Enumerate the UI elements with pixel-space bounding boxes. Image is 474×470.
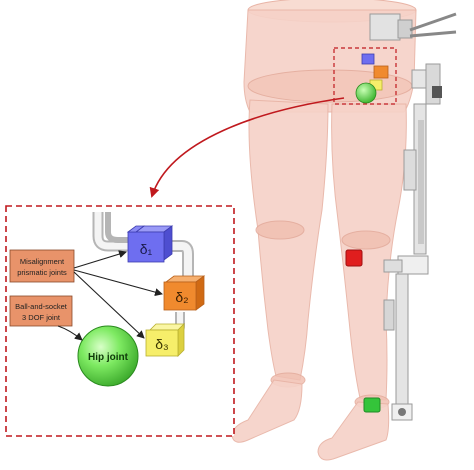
hip-detail-marker (333, 47, 397, 105)
ball-socket-line2: 3 DOF joint (22, 313, 61, 322)
delta1-label: δ₁ (140, 241, 153, 257)
misalignment-line1: Misalignment (20, 257, 65, 266)
left-leg (248, 99, 329, 381)
arrow-to-hip (57, 325, 83, 341)
delta2-cube: δ₂ (163, 275, 206, 311)
arrow-to-delta1 (73, 250, 127, 269)
ball-socket-label-box: Ball-and-socket 3 DOF joint (9, 295, 73, 327)
ball-socket-line1: Ball-and-socket (15, 302, 68, 311)
hip-joint-label: Hip joint (88, 352, 129, 363)
delta3-cube: δ₃ (145, 323, 185, 357)
right-leg (331, 103, 407, 401)
hip-joint-sphere (77, 325, 139, 387)
callout-arrow (149, 97, 345, 198)
left-foot (231, 379, 303, 443)
delta2-label: δ₂ (175, 289, 188, 305)
misalignment-label-box: Misalignment prismatic joints (9, 249, 75, 283)
arrow-to-delta3 (73, 271, 145, 339)
arrow-to-delta2 (73, 269, 163, 297)
legs-model (231, 0, 417, 461)
exoskeleton-frame (369, 12, 457, 421)
detail-panel: δ₁ δ₂ δ₃ Hip joint Misalignment prismati… (5, 205, 235, 437)
right-knee-ring (341, 230, 391, 250)
right-foot (317, 401, 390, 461)
ankle-joint-cube (363, 397, 381, 413)
delta1-cube: δ₁ (126, 225, 174, 263)
delta3-label: δ₃ (155, 336, 169, 352)
left-knee-ring (255, 220, 305, 240)
knee-joint-cube (345, 249, 363, 267)
shank-bar (395, 273, 409, 405)
misalignment-line2: prismatic joints (17, 268, 67, 277)
top-bracket (369, 13, 401, 41)
